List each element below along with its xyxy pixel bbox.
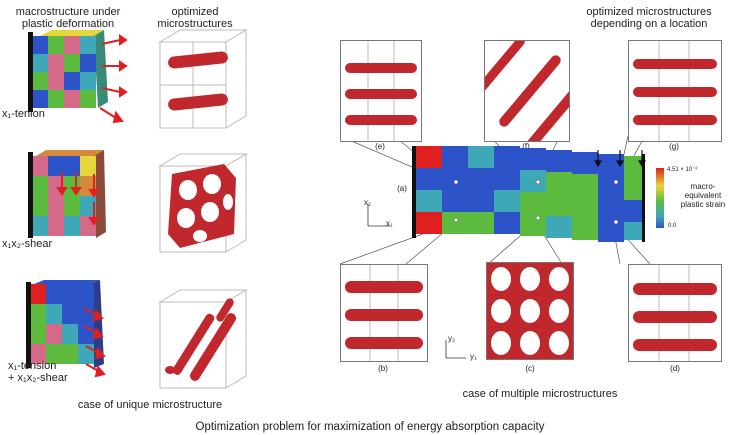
micro-cell-shear	[158, 153, 248, 253]
macro-block-shear	[28, 150, 106, 238]
case-label-shear: x₁x₂-shear	[2, 238, 53, 250]
panel-letter-g: (g)	[669, 142, 679, 151]
panel-b	[340, 264, 428, 362]
case-label-combined: x₁-tension + x₁x₂-shear	[8, 360, 68, 384]
axis-x1-x2	[367, 204, 390, 227]
panel-d-rods	[633, 265, 717, 361]
colorbar	[656, 168, 664, 228]
panel-g	[628, 40, 722, 142]
panel-g-rods	[633, 41, 717, 141]
figure-caption: Optimization problem for maximization of…	[195, 421, 545, 433]
load-arrows	[99, 34, 128, 124]
axis-label-x2: x₂	[364, 198, 372, 207]
axis-y1-y2	[445, 340, 466, 359]
macro-a-load-arrows	[593, 150, 647, 168]
panel-d	[628, 264, 722, 362]
panel-letter-b: (b)	[378, 364, 388, 373]
micro-cell-tension	[158, 29, 248, 129]
case-label-tension: x₁-tenion	[2, 108, 45, 120]
axis-label-x1: x₁	[386, 219, 393, 228]
panel-b-rods	[345, 265, 423, 361]
axis-label-y2: y₂	[448, 334, 456, 343]
micro-cell-combined	[158, 289, 248, 389]
panel-f	[476, 37, 583, 148]
macro-panel-a	[412, 146, 645, 242]
panel-letter-c: (c)	[525, 364, 535, 373]
panel-letter-d: (d)	[670, 364, 680, 373]
panel-c-holes	[487, 263, 573, 359]
panel-e-rods	[345, 41, 417, 141]
right-footer: case of multiple microstructures	[462, 388, 618, 400]
colorbar-max-label: 4.51 × 10⁻²	[667, 167, 698, 173]
panel-c	[486, 262, 574, 360]
panel-f-diagonal-rods	[476, 37, 583, 148]
macro-a-grid	[416, 146, 644, 242]
left-footer: case of unique microstructure	[77, 399, 223, 411]
panel-e	[340, 40, 422, 142]
panel-letter-a: (a)	[397, 184, 407, 193]
colorbar-min-label: 0.0	[668, 223, 677, 229]
axis-label-y1: y₁	[470, 352, 477, 361]
panel-letter-f: (f)	[522, 142, 530, 151]
macro-block-tension	[28, 30, 128, 124]
macro-block-combined	[26, 280, 106, 378]
panel-letter-e: (e)	[375, 142, 385, 151]
macro-front-grid	[32, 36, 96, 108]
